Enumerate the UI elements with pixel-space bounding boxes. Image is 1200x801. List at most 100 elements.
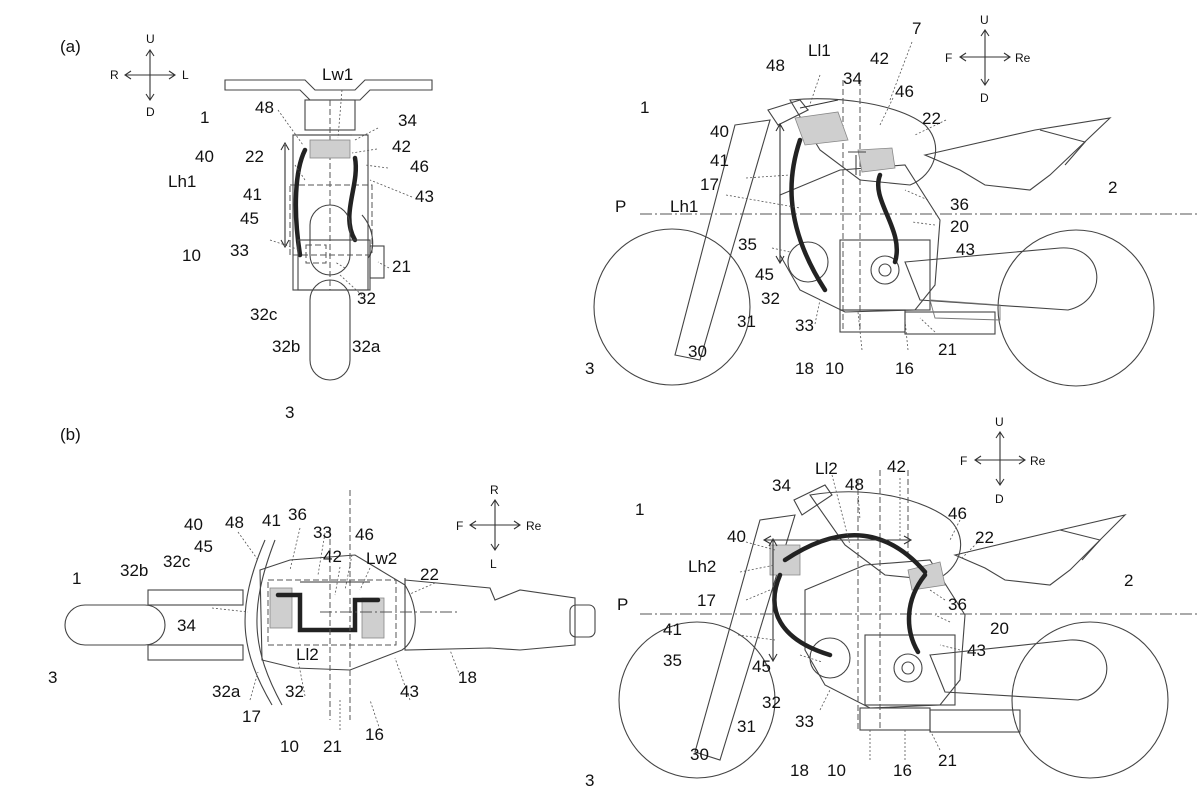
label-45: 45 (752, 657, 771, 676)
label-43: 43 (415, 187, 434, 206)
label-32a: 32a (212, 682, 241, 701)
label-42: 42 (887, 457, 906, 476)
label-21: 21 (938, 340, 957, 359)
label-22: 22 (975, 528, 994, 547)
dir-down: L (490, 557, 497, 571)
label-P: P (617, 595, 628, 614)
label-P: P (615, 197, 626, 216)
label-30: 30 (688, 342, 707, 361)
label-46: 46 (895, 82, 914, 101)
label-18: 18 (458, 668, 477, 687)
label-32b: 32b (120, 561, 148, 580)
dir-left: F (960, 454, 967, 468)
label-36: 36 (950, 195, 969, 214)
label-33: 33 (795, 712, 814, 731)
label-20: 20 (990, 619, 1009, 638)
label-42: 42 (323, 547, 342, 566)
label-Lh2: Lh2 (688, 557, 716, 576)
label-1: 1 (72, 569, 81, 588)
label-36: 36 (948, 595, 967, 614)
label-33: 33 (313, 523, 332, 542)
label-42: 42 (392, 137, 411, 156)
dir-down: D (980, 91, 989, 105)
dir-left: F (456, 519, 463, 533)
label-40: 40 (727, 527, 746, 546)
label-17: 17 (242, 707, 261, 726)
label-3: 3 (285, 403, 294, 422)
dir-right: Re (526, 519, 542, 533)
label-22: 22 (420, 565, 439, 584)
label-48: 48 (255, 98, 274, 117)
direction-rose-a-side: U D F Re (945, 13, 1031, 105)
label-33: 33 (795, 316, 814, 335)
label-16: 16 (365, 725, 384, 744)
label-41: 41 (243, 185, 262, 204)
label-Lw1: Lw1 (322, 65, 353, 84)
label-40: 40 (195, 147, 214, 166)
label-43: 43 (967, 641, 986, 660)
label-35: 35 (738, 235, 757, 254)
label-32b: 32b (272, 337, 300, 356)
label-40: 40 (184, 515, 203, 534)
label-10: 10 (827, 761, 846, 780)
label-20: 20 (950, 217, 969, 236)
label-48: 48 (766, 56, 785, 75)
label-Ll2: Ll2 (296, 645, 319, 664)
label-Lh1: Lh1 (168, 172, 196, 191)
label-22: 22 (922, 109, 941, 128)
direction-rose-a-front: U D R L (110, 32, 189, 119)
label-32c: 32c (163, 552, 191, 571)
label-33: 33 (230, 241, 249, 260)
side-view-drawing-a (593, 41, 1200, 387)
label-1: 1 (635, 500, 644, 519)
label-46: 46 (948, 504, 967, 523)
label-10: 10 (825, 359, 844, 378)
dir-right: L (182, 68, 189, 82)
dir-down: D (995, 492, 1004, 506)
panel-label-b: (b) (60, 425, 81, 444)
label-34: 34 (843, 69, 862, 88)
label-45: 45 (755, 265, 774, 284)
label-16: 16 (895, 359, 914, 378)
label-43: 43 (956, 240, 975, 259)
panel-label-a: (a) (60, 37, 81, 56)
dir-up: U (146, 32, 155, 46)
dir-up: U (980, 13, 989, 27)
dir-up: U (995, 415, 1004, 429)
label-41: 41 (262, 511, 281, 530)
label-32: 32 (285, 682, 304, 701)
label-Ll2: Ll2 (815, 459, 838, 478)
label-35: 35 (663, 651, 682, 670)
label-Lh1: Lh1 (670, 197, 698, 216)
label-42: 42 (870, 49, 889, 68)
label-18: 18 (795, 359, 814, 378)
label-2: 2 (1108, 178, 1117, 197)
label-21: 21 (938, 751, 957, 770)
label-48: 48 (845, 475, 864, 494)
side-view-drawing-b (618, 470, 1200, 779)
label-45: 45 (194, 537, 213, 556)
label-46: 46 (410, 157, 429, 176)
label-32c: 32c (250, 305, 278, 324)
label-36: 36 (288, 505, 307, 524)
label-45: 45 (240, 209, 259, 228)
label-7: 7 (912, 19, 921, 38)
label-Lw2: Lw2 (366, 549, 397, 568)
label-21: 21 (392, 257, 411, 276)
label-34: 34 (772, 476, 791, 495)
dir-down: D (146, 105, 155, 119)
label-21: 21 (323, 737, 342, 756)
label-18: 18 (790, 761, 809, 780)
label-41: 41 (710, 151, 729, 170)
dir-up: R (490, 483, 499, 497)
label-40: 40 (710, 122, 729, 141)
label-17: 17 (700, 175, 719, 194)
direction-rose-b-side: U D F Re (960, 415, 1046, 506)
label-22: 22 (245, 147, 264, 166)
front-view-drawing-a (224, 79, 433, 381)
label-31: 31 (737, 717, 756, 736)
label-1: 1 (200, 108, 209, 127)
label-Ll1: Ll1 (808, 41, 831, 60)
label-10: 10 (280, 737, 299, 756)
